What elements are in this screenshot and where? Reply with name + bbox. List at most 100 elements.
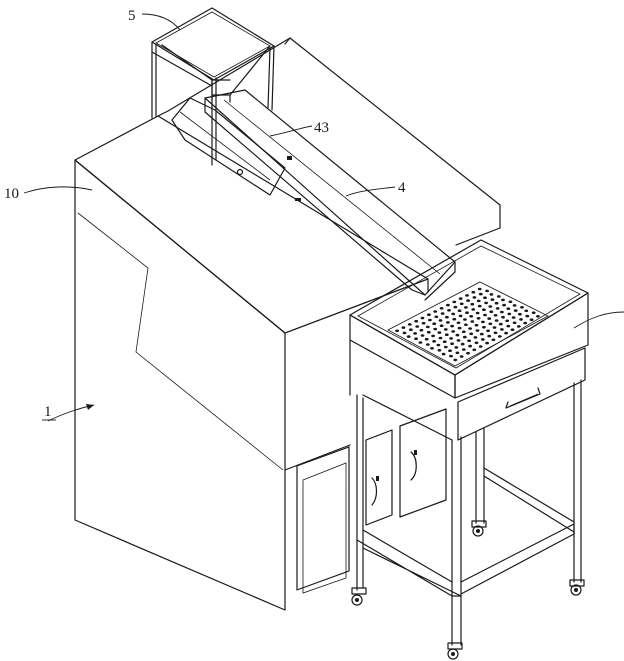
hopper-stand bbox=[151, 7, 275, 166]
perforation-hole bbox=[477, 287, 482, 291]
perforation-hole bbox=[495, 307, 500, 310]
callout-4: 4 bbox=[398, 180, 406, 196]
perforation-hole bbox=[519, 318, 523, 321]
perforation-hole bbox=[493, 314, 498, 317]
perforation-hole bbox=[420, 334, 425, 337]
perforation-hole bbox=[488, 305, 493, 308]
perforation-hole bbox=[468, 344, 472, 348]
perforation-hole bbox=[496, 295, 501, 298]
callout-10: 10 bbox=[4, 186, 19, 202]
perforation-hole bbox=[536, 315, 540, 318]
perforation-hole bbox=[457, 326, 462, 330]
perforation-hole bbox=[461, 348, 466, 351]
perforation-hole bbox=[407, 323, 412, 326]
perforation-hole bbox=[453, 305, 458, 309]
perforation-hole bbox=[440, 312, 445, 315]
perforation-hole bbox=[415, 325, 420, 328]
perforation-hole bbox=[465, 294, 469, 297]
perforation-hole bbox=[413, 332, 417, 335]
perforation-hole bbox=[473, 336, 478, 339]
perforation-hole bbox=[529, 318, 534, 322]
perforation-hole bbox=[438, 336, 443, 340]
caster-back-right bbox=[569, 579, 585, 596]
lower-door-inner bbox=[302, 462, 347, 594]
perforation-hole bbox=[501, 298, 505, 302]
perforation-hole bbox=[452, 317, 457, 321]
perforation-hole bbox=[466, 299, 470, 302]
perforation-hole bbox=[432, 322, 437, 326]
perforation-hole bbox=[487, 334, 492, 338]
perforation-hole bbox=[401, 326, 406, 329]
perforation-hole bbox=[414, 319, 419, 323]
perforation-hole bbox=[482, 325, 486, 329]
perforation-hole bbox=[458, 297, 463, 300]
perforation-hole bbox=[494, 319, 499, 322]
perforation-hole bbox=[516, 325, 521, 328]
perforation-holes bbox=[395, 287, 540, 362]
perforation-hole bbox=[520, 306, 524, 309]
perforation-hole bbox=[500, 328, 504, 331]
perforation-hole bbox=[494, 301, 499, 305]
leader-cart bbox=[573, 311, 624, 329]
perforation-hole bbox=[456, 339, 461, 342]
perforation-hole bbox=[486, 329, 490, 333]
tray-side bbox=[454, 292, 589, 399]
perforation-hole bbox=[489, 293, 494, 296]
perforation-hole bbox=[524, 309, 529, 313]
perforation-hole bbox=[443, 345, 448, 349]
perforation-hole bbox=[454, 346, 459, 349]
perforation-hole bbox=[421, 321, 426, 325]
perforation-hole bbox=[442, 340, 447, 344]
callout-43: 43 bbox=[314, 120, 329, 136]
perforation-hole bbox=[433, 310, 438, 313]
perforation-hole bbox=[490, 298, 495, 301]
perforation-hole bbox=[472, 296, 477, 299]
perforation-hole bbox=[468, 327, 472, 330]
perforation-hole bbox=[459, 302, 464, 306]
perforation-hole bbox=[453, 358, 458, 362]
perforation-hole bbox=[497, 335, 502, 338]
perforation-hole bbox=[433, 327, 438, 331]
cabinet-rear-section bbox=[157, 37, 501, 229]
perforation-hole bbox=[493, 331, 498, 335]
perforation-hole bbox=[402, 331, 407, 335]
perforation-hole bbox=[476, 317, 481, 320]
perforation-hole bbox=[483, 296, 487, 300]
callout-1: 1 bbox=[44, 404, 52, 420]
perforation-hole bbox=[455, 333, 460, 337]
perforation-hole bbox=[500, 310, 504, 314]
perforation-hole bbox=[409, 328, 413, 332]
perforation-hole bbox=[441, 352, 446, 356]
perforation-hole bbox=[531, 311, 536, 315]
perforation-hole bbox=[506, 324, 511, 328]
side-door-handle-2 bbox=[410, 451, 417, 481]
perforation-hole bbox=[450, 324, 454, 328]
perforation-hole bbox=[439, 307, 444, 310]
side-door-2 bbox=[399, 408, 447, 518]
perforation-hole bbox=[463, 318, 467, 321]
perforation-hole bbox=[418, 341, 423, 344]
perforation-hole bbox=[512, 304, 517, 307]
perforation-hole bbox=[462, 335, 467, 339]
callout-leaders bbox=[23, 13, 624, 422]
perforation-hole bbox=[475, 329, 480, 332]
lower-door-frame bbox=[296, 446, 350, 591]
leader-43 bbox=[269, 125, 313, 137]
cart-lower-rail-front bbox=[356, 539, 462, 597]
perforation-hole bbox=[464, 306, 468, 309]
perforation-hole bbox=[489, 310, 494, 314]
perforation-hole bbox=[469, 332, 474, 336]
perforation-hole bbox=[446, 303, 450, 307]
leader-4 bbox=[345, 186, 396, 197]
perforation-hole bbox=[434, 315, 439, 319]
perforation-hole bbox=[420, 316, 425, 320]
perforation-hole bbox=[475, 311, 480, 315]
perforation-hole bbox=[510, 328, 515, 332]
callout-5: 5 bbox=[128, 8, 136, 24]
collection-cart bbox=[349, 239, 589, 660]
perforation-hole bbox=[470, 320, 475, 323]
perforation-hole bbox=[395, 329, 399, 333]
perforation-hole bbox=[451, 330, 456, 333]
motor-block bbox=[171, 97, 286, 196]
perforation-hole bbox=[424, 337, 429, 341]
